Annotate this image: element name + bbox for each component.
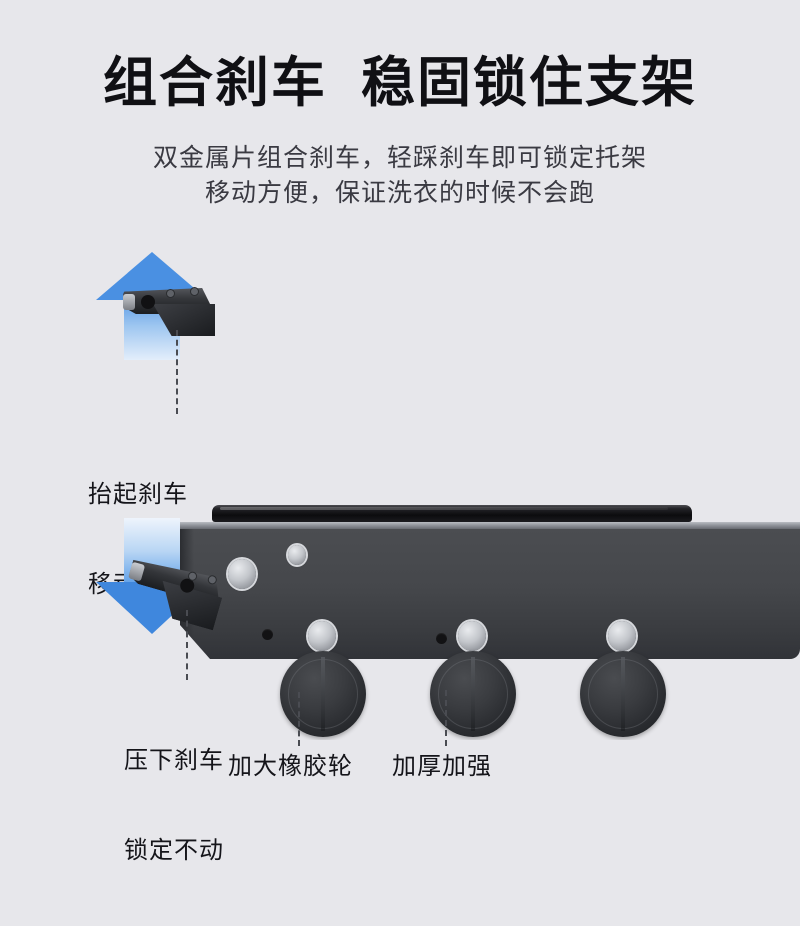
top-rail [212, 505, 692, 522]
lever-pivot-hole [141, 295, 155, 309]
subtitle-line-2: 移动方便，保证洗衣的时候不会跑 [204, 179, 595, 207]
callout-rubber-wheel: 加大橡胶轮 [228, 753, 353, 780]
mounting-hole [436, 633, 447, 644]
panel-brake-engaged [0, 505, 800, 740]
callout-reinforced: 加厚加强 [392, 753, 492, 780]
wheel-spoke [321, 657, 325, 731]
callout-press-brake: 压下刹车 锁定不动 [124, 686, 224, 926]
callout-lift-line-1: 抬起刹车 [88, 481, 188, 508]
silver-strip [180, 522, 800, 530]
page-title: 组合刹车 稳固锁住支架 [102, 53, 697, 113]
callout-press-line-1: 压下刹车 [124, 747, 224, 774]
bolt [308, 621, 336, 651]
wheel-spoke [621, 657, 625, 731]
wheel [430, 651, 516, 737]
lever-tip [123, 294, 135, 310]
product-feature-page: 组合刹车 稳固锁住支架 双金属片组合刹车，轻踩刹车即可锁定托架 移动方便，保证洗… [0, 53, 800, 864]
lever-stud [191, 288, 198, 295]
callout-press-line-2: 锁定不动 [124, 837, 224, 864]
wheel [280, 651, 366, 737]
wheel-spoke [471, 657, 475, 731]
subtitle-line-1: 双金属片组合刹车，轻踩刹车即可锁定托架 [152, 144, 647, 172]
mounting-hole [262, 629, 273, 640]
leader-line-reinforced [445, 690, 447, 746]
bolt [608, 621, 636, 651]
bolt [458, 621, 486, 651]
leader-line-press [186, 610, 188, 680]
lever-stud [167, 290, 174, 297]
brake-lever-raised[interactable] [123, 288, 215, 336]
leader-line-rubber-wheel [298, 692, 300, 746]
wheel [580, 651, 666, 737]
lever-fan [153, 304, 215, 336]
bolt [228, 559, 256, 589]
leader-line-lift [176, 330, 178, 414]
bolt [288, 545, 306, 565]
bracket-body [180, 529, 800, 659]
